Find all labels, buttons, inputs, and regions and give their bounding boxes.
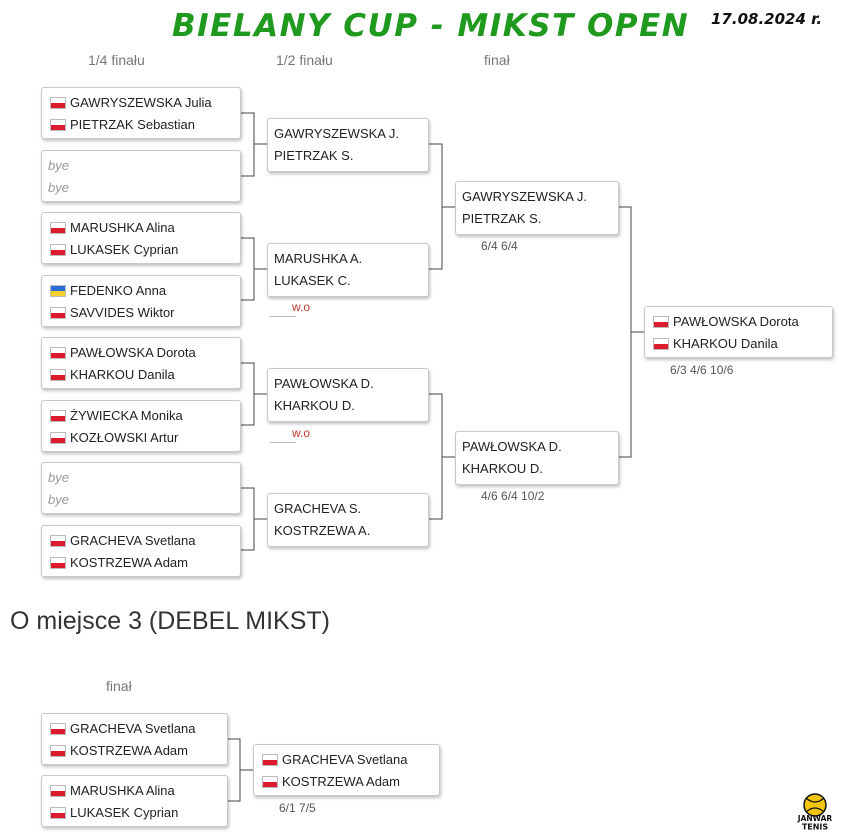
qf-match-5: PAWŁOWSKA Dorota KHARKOU Danila [41,337,241,389]
player-name: GAWRYSZEWSKA Julia [70,95,212,110]
player-name: KHARKOU D. [462,461,543,476]
poland-flag-icon [653,316,669,328]
bye-slot: bye [48,158,69,173]
player-name: KOSTRZEWA Adam [70,555,188,570]
third-place-pair-1: GRACHEVA Svetlana KOSTRZEWA Adam [41,713,228,765]
player-name: GRACHEVA Svetlana [70,721,196,736]
poland-flag-icon [50,785,66,797]
player-name: PAWŁOWSKA D. [274,376,374,391]
divider [270,316,296,317]
player-name: KHARKOU D. [274,398,355,413]
bye-slot: bye [48,470,69,485]
round-label-semifinal: 1/2 finału [276,52,333,68]
round-label-final: finał [484,52,510,68]
player-name: MARUSHKA Alina [70,783,175,798]
tournament-date: 17.08.2024 r. [711,10,823,28]
qf-match-6: ŻYWIECKA Monika KOZŁOWSKI Artur [41,400,241,452]
player-name: KOSTRZEWA A. [274,523,371,538]
final-entry-2: PAWŁOWSKA D. KHARKOU D. [455,431,619,485]
player-name: LUKASEK Cyprian [70,242,179,257]
player-name: KOSTRZEWA Adam [70,743,188,758]
player-name: GAWRYSZEWSKA J. [274,126,399,141]
player-name: GRACHEVA Svetlana [70,533,196,548]
qf-match-3: MARUSHKA Alina LUKASEK Cyprian [41,212,241,264]
player-name: FEDENKO Anna [70,283,167,298]
third-place-pair-2: MARUSHKA Alina LUKASEK Cyprian [41,775,228,827]
player-name: LUKASEK C. [274,273,351,288]
svg-text:JANWAR: JANWAR [797,814,833,823]
bye-slot: bye [48,180,69,195]
player-name: PIETRZAK S. [462,211,542,226]
poland-flag-icon [262,754,278,766]
champion-entry: PAWŁOWSKA Dorota KHARKOU Danila [644,306,833,358]
player-name: ŻYWIECKA Monika [70,408,183,423]
match-score: 6/1 7/5 [279,801,316,815]
third-place-winner: GRACHEVA Svetlana KOSTRZEWA Adam [253,744,440,796]
player-name: SAVVIDES Wiktor [70,305,175,320]
walkover-note: w.o [292,426,311,440]
sf-match-4: GRACHEVA S. KOSTRZEWA A. [267,493,429,547]
player-name: LUKASEK Cyprian [70,805,179,820]
qf-match-8: GRACHEVA Svetlana KOSTRZEWA Adam [41,525,241,577]
player-name: GRACHEVA S. [274,501,362,516]
player-name: MARUSHKA Alina [70,220,175,235]
poland-flag-icon [50,410,66,422]
tournament-title: BIELANY CUP - MIKST OPEN [172,8,690,44]
player-name: PAWŁOWSKA Dorota [70,345,196,360]
qf-match-7: bye bye [41,462,241,514]
poland-flag-icon [262,776,278,788]
player-name: MARUSHKA A. [274,251,363,266]
player-name: KOSTRZEWA Adam [282,774,400,789]
walkover-note: w.o [292,300,311,314]
ukraine-flag-icon [50,285,66,297]
player-name: KOZŁOWSKI Artur [70,430,179,445]
sf-match-1: GAWRYSZEWSKA J. PIETRZAK S. [267,118,429,172]
qf-match-4: FEDENKO Anna SAVVIDES Wiktor [41,275,241,327]
poland-flag-icon [50,307,66,319]
player-name: PAWŁOWSKA Dorota [673,314,799,329]
sf-match-2: MARUSHKA A. LUKASEK C. [267,243,429,297]
sf-match-3: PAWŁOWSKA D. KHARKOU D. [267,368,429,422]
third-place-heading: O miejsce 3 (DEBEL MIKST) [10,607,330,635]
poland-flag-icon [50,723,66,735]
divider [270,442,296,443]
poland-flag-icon [50,535,66,547]
final-entry-1: GAWRYSZEWSKA J. PIETRZAK S. [455,181,619,235]
poland-flag-icon [50,222,66,234]
match-score: 6/4 6/4 [481,239,518,253]
poland-flag-icon [50,369,66,381]
qf-match-1: GAWRYSZEWSKA Julia PIETRZAK Sebastian [41,87,241,139]
poland-flag-icon [50,97,66,109]
player-name: GRACHEVA Svetlana [282,752,408,767]
player-name: PIETRZAK Sebastian [70,117,195,132]
poland-flag-icon [50,244,66,256]
poland-flag-icon [50,347,66,359]
player-name: GAWRYSZEWSKA J. [462,189,587,204]
janwar-tenis-logo-icon: JANWAR TENIS [797,793,833,832]
match-score: 6/3 4/6 10/6 [670,363,734,377]
poland-flag-icon [653,338,669,350]
player-name: PAWŁOWSKA D. [462,439,562,454]
player-name: KHARKOU Danila [70,367,175,382]
svg-text:TENIS: TENIS [802,823,829,832]
poland-flag-icon [50,432,66,444]
bye-slot: bye [48,492,69,507]
poland-flag-icon [50,807,66,819]
qf-match-2: bye bye [41,150,241,202]
poland-flag-icon [50,557,66,569]
player-name: KHARKOU Danila [673,336,778,351]
round-label-quarterfinal: 1/4 finału [88,52,145,68]
poland-flag-icon [50,119,66,131]
match-score: 4/6 6/4 10/2 [481,489,545,503]
poland-flag-icon [50,745,66,757]
player-name: PIETRZAK S. [274,148,354,163]
round-label-final: finał [106,678,132,694]
